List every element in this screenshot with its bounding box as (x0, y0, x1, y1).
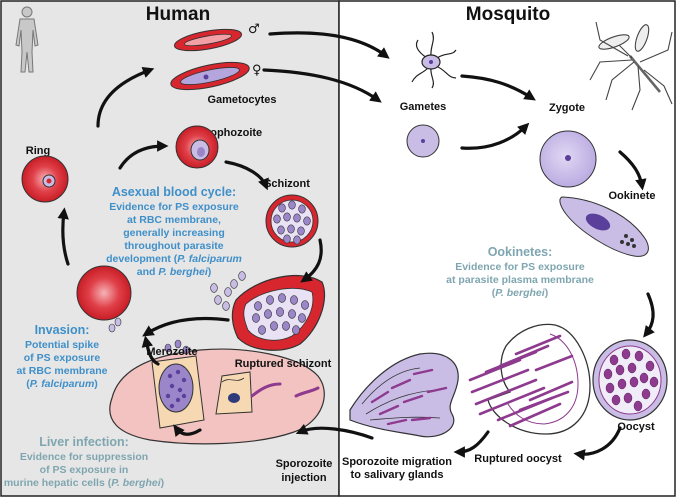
svg-text:at parasite plasma membrane: at parasite plasma membrane (446, 274, 594, 286)
ruptured-schizont (210, 271, 326, 351)
sporozoite-migration-label-1: Sporozoite migration (342, 456, 452, 468)
svg-text:at RBC membrane,: at RBC membrane, (127, 214, 221, 226)
svg-text:generally increasing: generally increasing (123, 227, 225, 239)
svg-text:development (P. falciparum: development (P. falciparum (106, 253, 242, 265)
ookinete (559, 196, 649, 257)
arrow-schizont-to-ruptured (300, 238, 323, 283)
asexual-cycle-note: Asexual blood cycle: Evidence for PS exp… (106, 185, 242, 278)
arrow-merozoite-to-rbc (141, 335, 160, 366)
arrow-invasion-to-ring (57, 207, 70, 266)
schizont-label: Schizont (264, 178, 310, 190)
ring-rbc (21, 155, 69, 203)
gametes-label: Gametes (400, 101, 446, 113)
arrow-ruptured-to-glands (453, 430, 490, 458)
zygote (539, 130, 597, 188)
oocyst (592, 339, 668, 421)
arrow-male-to-gametes (268, 31, 390, 59)
mosquito-icon (589, 21, 673, 111)
arrow-ookinete-to-oocyst (643, 292, 655, 338)
arrow-glands-to-injection (295, 423, 374, 440)
arrow-female-gamete-to-zygote (460, 122, 530, 150)
arrow-female-to-gametes (262, 68, 382, 103)
female-gamete (406, 124, 440, 158)
merozoites (108, 317, 122, 333)
female-gametocyte (170, 61, 250, 91)
svg-text:Evidence for PS exposure: Evidence for PS exposure (455, 261, 585, 273)
human-silhouette-icon (15, 6, 39, 73)
svg-text:Potential spike: Potential spike (25, 339, 99, 351)
cycle-arrows (57, 31, 655, 461)
mosquito-title: Mosquito (466, 4, 550, 25)
svg-text:Evidence for PS exposure: Evidence for PS exposure (109, 201, 239, 213)
svg-text:throughout parasite: throughout parasite (124, 240, 223, 252)
arrow-zygote-to-ookinete (618, 150, 647, 191)
ookinetes-note: Ookinetes: Evidence for PS exposure at p… (446, 245, 594, 299)
human-title: Human (146, 4, 210, 25)
schizont-rbc (265, 194, 319, 248)
zygote-label: Zygote (549, 102, 585, 114)
male-gamete (411, 31, 457, 89)
salivary-glands (349, 352, 459, 438)
liver-infection-note: Liver infection: Evidence for suppressio… (4, 435, 164, 489)
arrow-ruptured-schizont-to-invasion (142, 316, 230, 337)
arrow-oocyst-to-ruptured (573, 426, 622, 461)
svg-text:Ookinetes:: Ookinetes: (488, 245, 553, 259)
invasion-note: Invasion: Potential spike of PS exposure… (16, 323, 107, 390)
ookinete-label: Ookinete (608, 190, 655, 202)
sporozoite (294, 386, 320, 398)
liver-cell (109, 339, 325, 445)
svg-text:Asexual blood cycle:: Asexual blood cycle: (112, 185, 236, 199)
gametocytes-label: Gametocytes (207, 94, 276, 106)
merozoite-label: Merozoite (146, 346, 197, 358)
ruptured-schizont-label: Ruptured schizont (235, 358, 332, 370)
male-symbol: ♂ (248, 22, 260, 37)
svg-text:of PS exposure in: of PS exposure in (40, 464, 129, 476)
sporozoite-injection-label-2: injection (281, 472, 327, 484)
male-gametocyte (173, 28, 243, 52)
svg-text:murine hepatic cells (P. bergh: murine hepatic cells (P. berghei) (4, 477, 164, 489)
trophozoite-rbc (175, 125, 219, 169)
arrow-ring-to-trophozoite (118, 140, 169, 170)
oocyst-label: Oocyst (617, 421, 655, 433)
ruptured-oocyst-label: Ruptured oocyst (474, 453, 562, 465)
svg-text:of PS exposure: of PS exposure (24, 352, 101, 364)
arrow-male-gamete-to-zygote (460, 74, 536, 101)
arrow-trophozoite-to-schizont (224, 160, 269, 191)
svg-text:and P. berghei): and P. berghei) (137, 266, 212, 278)
arrow-ring-to-gametocytes (96, 67, 155, 128)
svg-text:Invasion:: Invasion: (35, 323, 90, 337)
female-symbol: ♀ (252, 63, 262, 78)
svg-text:(P. falciparum): (P. falciparum) (26, 378, 98, 390)
ring-label: Ring (26, 145, 50, 157)
svg-text:at RBC membrane: at RBC membrane (16, 365, 107, 377)
sporozoite-injection-label-1: Sporozoite (276, 458, 333, 470)
svg-text:Liver infection:: Liver infection: (39, 435, 129, 449)
sporozoite-migration-label-2: to salivary glands (351, 469, 444, 481)
svg-text:Evidence for suppression: Evidence for suppression (20, 451, 148, 463)
invasion-rbc (76, 265, 132, 321)
arrow-liver-to-merozoite (173, 424, 202, 437)
ruptured-oocyst (468, 323, 591, 435)
svg-text:(P. berghei): (P. berghei) (492, 287, 548, 299)
